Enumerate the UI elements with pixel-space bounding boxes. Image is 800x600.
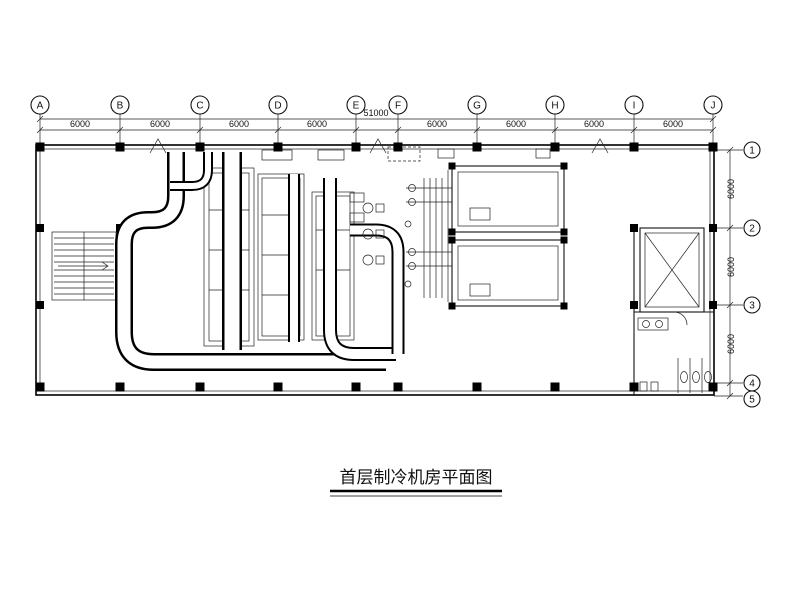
- valve-symbol: [404, 280, 412, 288]
- valve-symbol: [408, 248, 416, 256]
- grid-bubble-label: 5: [749, 395, 755, 406]
- equipment-box: [349, 212, 365, 223]
- toilet-fixture: [680, 371, 688, 383]
- grid-witness-lines-top: [39, 114, 714, 147]
- wall-equipment-box: [535, 148, 551, 159]
- columns: [35, 142, 718, 392]
- sink-basin: [655, 320, 663, 328]
- chiller-unit-2: [448, 236, 568, 310]
- staircase: [51, 231, 117, 301]
- sink-basin: [642, 320, 650, 328]
- grid-bubble-label: 3: [749, 301, 755, 312]
- duct-vertical-3-elbow: [323, 178, 396, 361]
- duct-riser: [350, 223, 405, 354]
- pump-motor: [375, 229, 385, 239]
- dim-bay: 6000: [150, 119, 170, 129]
- pump-motor: [375, 255, 385, 265]
- toilet-fixture: [704, 371, 712, 383]
- grid-bubble-label: 4: [749, 379, 755, 390]
- elevator-inner: [644, 232, 700, 308]
- elevator-cross: [644, 232, 700, 308]
- dim-bay-right: 6000: [726, 179, 736, 199]
- inner-wall: [39, 148, 711, 392]
- wall-equipment-box: [437, 148, 455, 159]
- dim-line-right: [726, 146, 734, 400]
- dim-bay: 6000: [584, 119, 604, 129]
- sink-counter: [637, 317, 669, 331]
- dim-bay: 6000: [70, 119, 90, 129]
- valve-symbol: [408, 198, 416, 206]
- dim-line-overall: [36, 115, 717, 123]
- pump-motor: [375, 203, 385, 213]
- outer-wall: [35, 144, 715, 396]
- valve-symbol: [408, 184, 416, 192]
- grid-bubble-label: H: [551, 101, 558, 112]
- dim-bay: 6000: [229, 119, 249, 129]
- dim-bay-right: 6000: [726, 334, 736, 354]
- duct-main-loop: [115, 152, 386, 371]
- grid-witness-lines-right: [714, 149, 743, 397]
- toilet-fixture: [692, 371, 700, 383]
- grid-bubble-label: G: [473, 101, 481, 112]
- elevator-outline: [639, 227, 705, 313]
- title-block: 首层制冷机房平面图: [330, 468, 502, 497]
- dashed-equipment-outline: [387, 146, 421, 162]
- dim-bay-right: 6000: [726, 257, 736, 277]
- dim-bay: 6000: [427, 119, 447, 129]
- grid-bubbles-right: 1 2 3 4 5: [743, 141, 761, 408]
- drawing-title: 首层制冷机房平面图: [340, 468, 493, 487]
- valve-symbol: [408, 262, 416, 270]
- stall-partitions: [677, 358, 703, 393]
- dim-total: 51000: [363, 108, 388, 118]
- valve-symbol: [404, 220, 412, 228]
- pump-symbol: [362, 228, 374, 240]
- chiller-unit-1: [448, 162, 568, 236]
- grid-bubble-label: F: [395, 101, 401, 112]
- pump-symbol: [362, 202, 374, 214]
- stair-direction-arrow: [58, 261, 109, 271]
- grid-bubble-label: D: [274, 101, 281, 112]
- toilet-area: [637, 311, 712, 393]
- grid-bubble-label: B: [117, 101, 124, 112]
- duct-top-elbow: [170, 152, 213, 191]
- ductwork: [115, 152, 405, 371]
- grid-bubble-label: E: [353, 101, 360, 112]
- grid-right: 6000 6000 6000 1 2 3 4 5: [714, 141, 761, 408]
- grid-bubble-label: 2: [749, 224, 755, 235]
- dim-line-bays: [36, 126, 717, 134]
- wall-break-marks: [149, 138, 609, 154]
- elevator-shaft: [639, 227, 705, 313]
- grid-bubble-label: J: [711, 101, 716, 112]
- dim-bay: 6000: [307, 119, 327, 129]
- grid-bubble-label: A: [37, 101, 44, 112]
- pump-group: [349, 192, 385, 266]
- pipe-manifold-lines: [406, 170, 452, 302]
- pump-symbol: [362, 254, 374, 266]
- grid-top: 51000 6000 6000 6000 6000 6000 6000 6000…: [30, 95, 723, 147]
- grid-bubbles-top: A B C D E F G H I J: [30, 95, 723, 115]
- urinal-fixture: [639, 381, 648, 392]
- equipment-box: [349, 192, 365, 203]
- pipe-manifold: [404, 170, 452, 302]
- dim-bay: 6000: [506, 119, 526, 129]
- wall-equipment-box: [317, 149, 345, 161]
- chiller-units: [448, 162, 568, 310]
- dim-bay: 6000: [663, 119, 683, 129]
- grid-bubble-label: 1: [749, 146, 755, 157]
- urinal-fixture: [650, 381, 659, 392]
- door-swing-arc: [673, 311, 688, 326]
- grid-bubble-label: C: [196, 101, 203, 112]
- grid-bubble-label: I: [633, 101, 636, 112]
